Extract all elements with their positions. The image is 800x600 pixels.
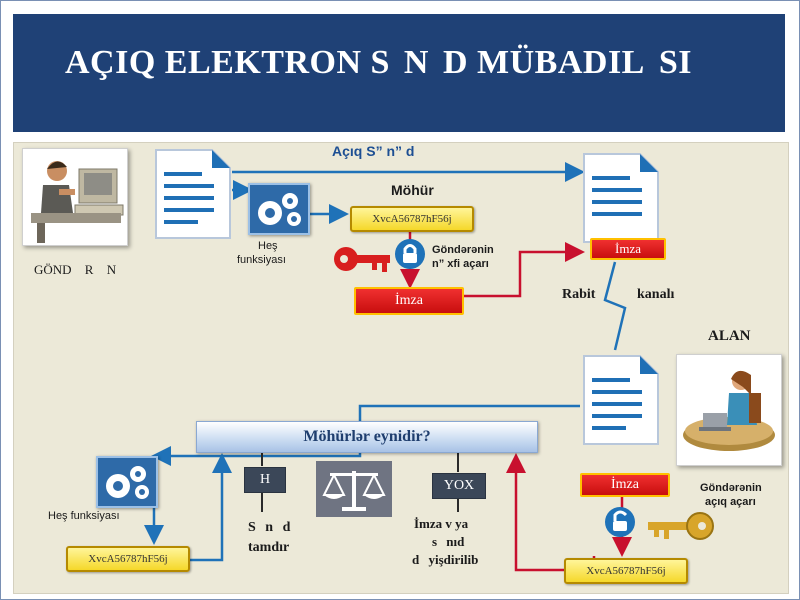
sender-signature: İmza — [354, 287, 464, 315]
channel-label-1: Rabit — [562, 287, 596, 302]
sender-public-key-label-1: Göndərənin — [700, 482, 762, 494]
slide-title-part-3: D MÜBADIL — [442, 44, 645, 81]
received-document-copy-icon — [583, 355, 659, 445]
document-icon — [155, 149, 231, 239]
hash-function-bottom-label: Heş funksiyası — [48, 510, 120, 522]
gears-icon — [258, 193, 301, 226]
slide-title-part-4: SI — [658, 44, 693, 81]
scales-panel — [316, 461, 392, 517]
seal-label: Möhür — [391, 182, 434, 198]
receiver-signature: İmza — [580, 473, 670, 497]
sender-private-key-label-1: Göndərənin — [432, 244, 494, 256]
lock-icon — [395, 239, 425, 269]
sender-label: GÖND R N — [34, 262, 117, 277]
gears-icon-bottom — [106, 466, 149, 499]
hash-function-top-label-1: Heş — [258, 240, 278, 252]
no-result-line-2: s nıd — [432, 534, 465, 549]
slide-title-part-1: AÇIQ ELEKTRON S — [65, 44, 390, 81]
no-box: YOX — [432, 473, 486, 499]
attached-signature: İmza — [590, 238, 666, 260]
no-result-line-3: d yişdirilib — [412, 552, 479, 567]
yes-box: H — [244, 467, 286, 493]
receiver-picture — [676, 354, 782, 466]
no-result-line-1: İmza v ya — [414, 516, 469, 531]
hash-function-top-label-2: funksiyası — [237, 254, 286, 266]
compare-question: Möhürlər eynidir? — [196, 421, 538, 453]
desk-user-icon — [31, 161, 124, 243]
public-key-icon — [648, 512, 714, 540]
open-document-label: Açıq S” n” d — [332, 143, 415, 159]
arrow-signature-to-receiver — [462, 242, 585, 298]
hash-function-top — [248, 183, 310, 235]
sender-picture — [22, 148, 128, 246]
yes-result-line-1: S n d — [248, 520, 291, 535]
arrow-hash-value-to-compare — [188, 453, 232, 562]
slide-title: AÇIQ ELEKTRON S N D MÜBADIL SI — [65, 44, 692, 82]
channel-label-2: kanalı — [637, 287, 675, 302]
hash-function-bottom — [96, 456, 158, 508]
woman-laptop-icon — [683, 370, 775, 451]
decrypted-hash-value: XvcA56787hF56j — [564, 558, 688, 584]
key-icon — [334, 247, 390, 272]
receiver-label: ALAN — [708, 328, 751, 344]
sender-public-key-label-2: açıq açarı — [705, 496, 756, 508]
slide-title-part-2: N — [403, 44, 429, 81]
seal-hash-value: XvcA56787hF56j — [350, 206, 474, 232]
slide-header: AÇIQ ELEKTRON S N D MÜBADIL SI — [13, 14, 785, 132]
computed-hash-value: XvcA56787hF56j — [66, 546, 190, 572]
yes-result-line-2: tamdır — [248, 540, 290, 555]
unlock-icon — [605, 507, 635, 537]
scales-icon — [322, 471, 386, 511]
communication-channel — [603, 261, 627, 351]
received-document-icon — [583, 153, 659, 243]
sender-private-key-label-2: n” xfi açarı — [432, 258, 489, 270]
